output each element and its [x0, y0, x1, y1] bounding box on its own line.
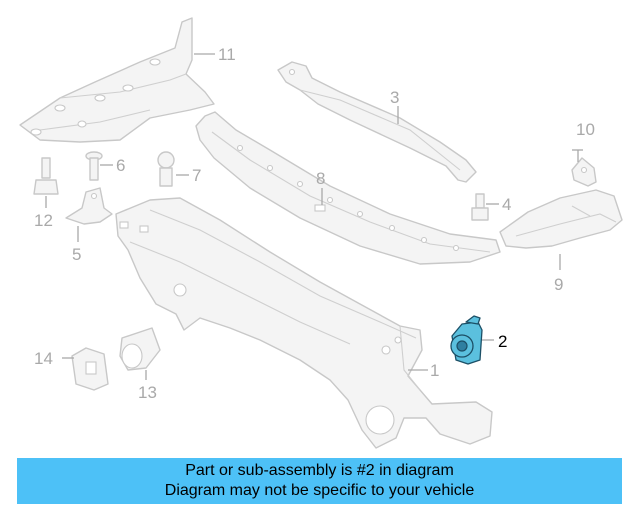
caption-line-2: Diagram may not be specific to your vehi… [164, 482, 475, 499]
callout-3: 3 [390, 88, 399, 107]
callout-11: 11 [218, 45, 236, 64]
callout-14: 14 [34, 349, 53, 368]
part-10-bracket [571, 157, 597, 187]
part-4-bolt [471, 193, 489, 221]
part-9-side-bracket [499, 189, 623, 249]
part-1-radiator-support [115, 197, 493, 449]
caption-line-1: Part or sub-assembly is #2 in diagram [185, 462, 454, 479]
leader-lines [45, 53, 583, 380]
callout-7: 7 [192, 166, 201, 185]
part-2-highlighted [450, 315, 483, 365]
part-5-clip [65, 187, 113, 225]
part-3-upper-bar [277, 61, 477, 183]
callout-1: 1 [430, 361, 439, 380]
callout-12: 12 [34, 211, 53, 230]
part-14-plate [71, 347, 109, 391]
callout-2[interactable]: 2 [498, 332, 507, 351]
callout-8: 8 [316, 169, 325, 188]
part-8-crossmember [195, 111, 501, 265]
callout-6: 6 [116, 156, 125, 175]
callout-13: 13 [138, 383, 157, 402]
callout-9: 9 [554, 275, 563, 294]
caption-banner: Part or sub-assembly is #2 in diagram Di… [17, 458, 622, 504]
part-7-stud [157, 151, 175, 187]
callout-5: 5 [72, 245, 81, 264]
callout-4: 4 [502, 195, 511, 214]
callout-10: 10 [576, 120, 595, 139]
part-13-sensor [119, 327, 161, 371]
part-6-bolt [85, 151, 103, 181]
part-11-undershield [19, 17, 215, 143]
part-12-bolt [33, 157, 59, 195]
